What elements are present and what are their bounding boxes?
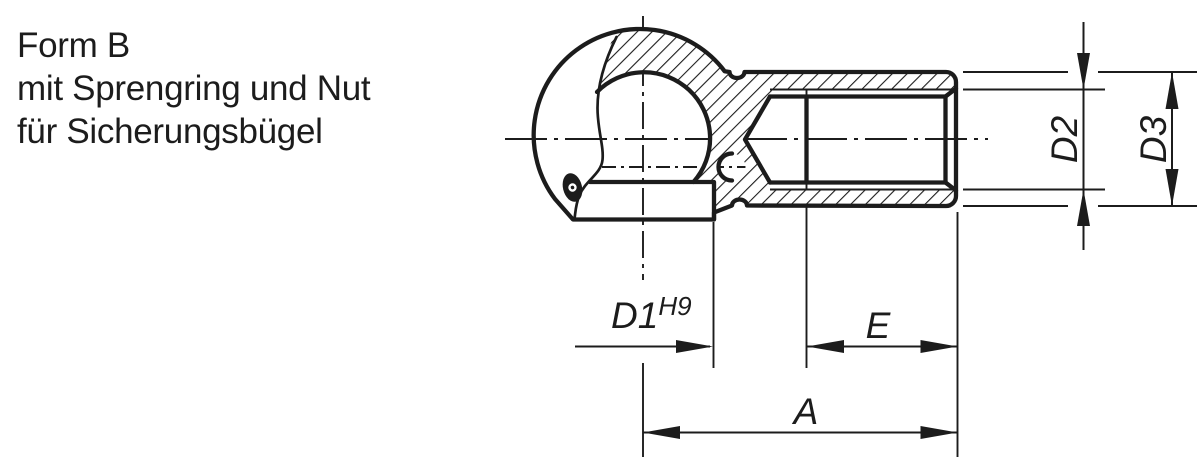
- part-outline: [531, 26, 959, 222]
- dimension-a: A: [643, 391, 958, 439]
- outer-profile: [531, 26, 959, 222]
- d3-arrow-top: [1165, 72, 1179, 109]
- snap-ring-groove-arc: [716, 151, 735, 183]
- socket-mouth-edge: [587, 179, 717, 222]
- d2-arrow-top: [1077, 53, 1090, 90]
- e-arrow-right: [920, 340, 958, 353]
- drawing-title: Form B mit Sprengring und Nut für Sicher…: [17, 24, 371, 153]
- thread-major-lines: [770, 88, 956, 191]
- socket-cavity-arc: [594, 70, 713, 185]
- a-arrow-left: [643, 426, 680, 439]
- d3-arrow-bottom: [1165, 169, 1179, 206]
- section-hatch: [574, 29, 956, 220]
- title-line-purpose: für Sicherungsbügel: [17, 112, 323, 151]
- d2-arrow-bottom: [1077, 189, 1090, 226]
- d2-label: D2: [1044, 115, 1085, 163]
- a-label: A: [792, 391, 819, 432]
- drill-cone: [742, 94, 773, 185]
- dimension-d2: D2: [1044, 22, 1090, 250]
- a-arrow-right: [920, 426, 958, 439]
- break-line: [573, 35, 618, 221]
- d1-label: D1H9: [611, 291, 692, 336]
- dimension-d1: D1H9: [575, 291, 713, 353]
- dimension-e: E: [807, 305, 958, 353]
- e-arrow-left: [807, 340, 844, 353]
- title-line-form: Form B: [17, 26, 130, 65]
- snap-ring-dot: [570, 185, 575, 190]
- snap-ring-section: [562, 173, 583, 202]
- d1-label-base: D1: [611, 295, 658, 336]
- dimension-d3: D3: [1133, 72, 1179, 206]
- d1-arrow-right: [676, 340, 713, 353]
- d1-label-tolerance: H9: [658, 291, 691, 321]
- bore-chamfer-top: [943, 86, 959, 99]
- bore-chamfer-bottom: [943, 180, 959, 193]
- d3-label: D3: [1133, 115, 1174, 163]
- e-label: E: [866, 305, 892, 346]
- title-line-feature: mit Sprengring und Nut: [17, 69, 371, 108]
